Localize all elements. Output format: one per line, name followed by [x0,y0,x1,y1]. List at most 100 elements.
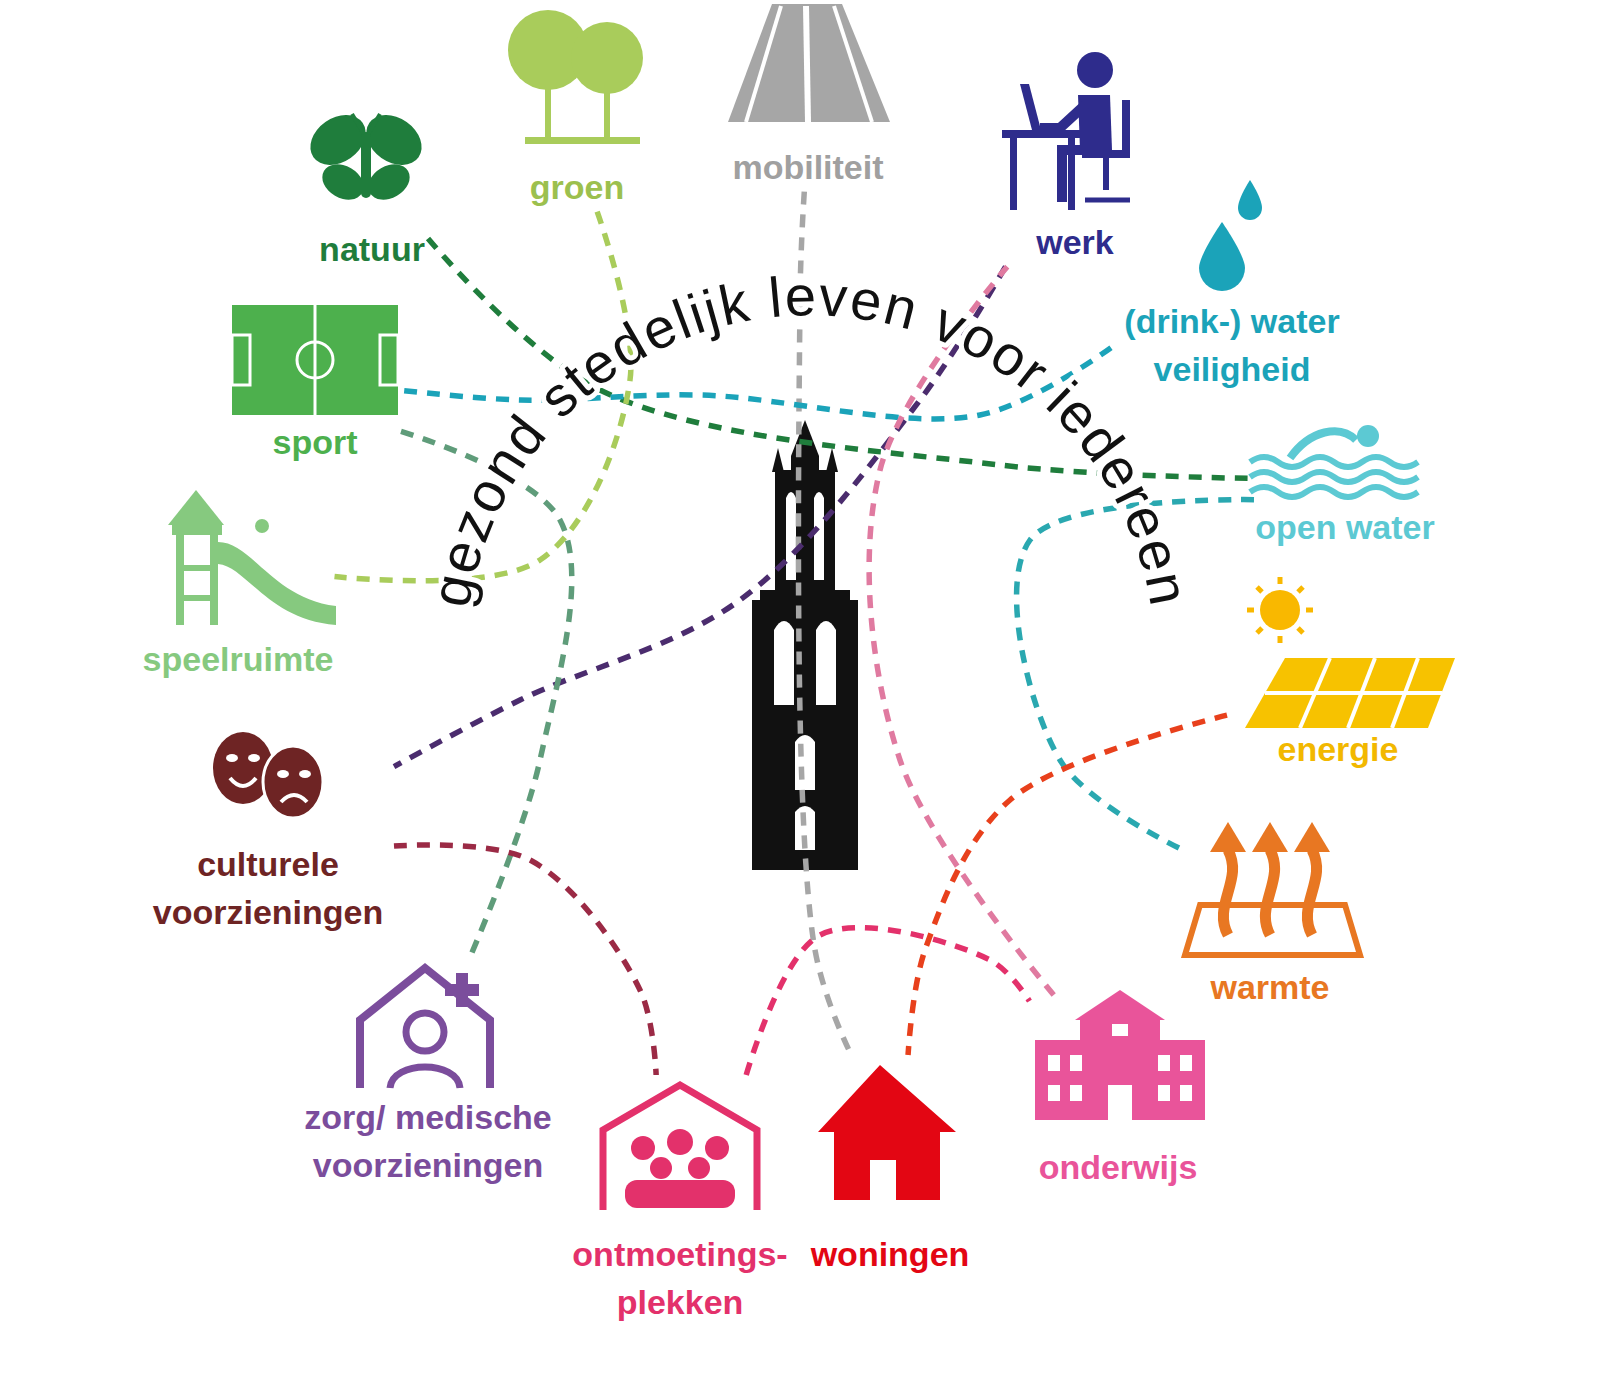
playground-icon-part [176,535,184,625]
curved-title-path: gezond stedelijk leven voor iedereen [418,264,1201,612]
dom-tower-part [757,600,853,870]
care-icon-part [445,984,479,996]
road-icon [728,4,890,122]
heat-icon-part-part [1294,822,1330,852]
icon-node: sport [229,300,401,467]
trees-icon-part [604,90,610,140]
playground-icon-part [210,535,218,625]
care-icon-part [360,968,490,1088]
playground-icon-part [168,490,224,525]
swimmer-icon [1250,425,1418,497]
school-icon-part-part [1048,1085,1060,1101]
school-icon-part-part [1070,1085,1082,1101]
heat-icon-part-part [1265,850,1274,935]
road-icon-part [728,4,890,122]
energy-icon-part-part [1306,608,1313,613]
node-label: natuur [316,226,428,274]
butterfly-icon-part [361,132,371,198]
care-icon [360,968,490,1088]
dom-tower-part [850,600,858,870]
heat-icon-part [1223,850,1316,935]
trees-icon-part [525,137,640,144]
worker-icon [1002,52,1130,210]
meeting-place-icon-part-part [667,1129,693,1155]
swimmer-icon-part [1250,472,1418,482]
school-icon [1035,990,1205,1120]
swimmer-icon-part [1250,457,1418,467]
school-icon-part-part [1108,1085,1132,1120]
energy-icon-part-part [1298,587,1303,592]
energy-icon-part-part [1278,577,1283,584]
theatre-masks-icon-part-part [248,754,260,762]
sport-field-icon-part-part [232,335,250,385]
dashed-connector [908,715,1227,1055]
sport-field-icon-part-part [380,335,398,385]
icon-node: mobiliteit [722,4,894,192]
theatre-masks-icon-part-part [277,770,289,778]
theatre-masks-icon-part [230,778,256,786]
school-icon-part-part [1070,1055,1082,1071]
heat-icon-part-part [1210,822,1246,852]
playground-icon-part [255,519,269,533]
sport-field-icon [232,305,398,415]
swimmer-icon-part [1357,425,1379,447]
icon-node: ontmoetings- plekken [564,1075,796,1326]
playground-icon-part [184,595,210,601]
dom-tower-part [791,420,819,472]
energy-icon-part [1247,577,1313,643]
heat-icon-part [1210,822,1330,852]
road-icon-part [806,6,808,122]
energy-icon-part-part [1348,658,1375,728]
theatre-masks-icon-part-part [226,754,238,762]
theatre-masks-icon-part [281,795,307,802]
butterfly-icon [301,105,431,207]
energy-icon [1245,577,1455,728]
sport-field-icon-part [232,305,398,415]
meeting-place-icon-part-part [650,1157,672,1179]
butterfly-icon-part [352,114,380,134]
icon-node: werk [994,50,1156,267]
energy-icon-part [1265,658,1442,728]
node-label: speelruimte [142,636,335,684]
energy-icon-part [1260,590,1300,630]
energy-icon-part-part [1278,636,1283,643]
curved-title: gezond stedelijk leven voor iedereen [418,264,1201,612]
node-label: energie [1227,726,1449,774]
meeting-place-icon-part-part [625,1180,735,1208]
icon-node: groen [511,5,643,212]
playground-icon-part [218,542,336,625]
worker-icon-part [1010,138,1017,210]
energy-icon-part-part [1392,658,1418,728]
worker-icon-part [1082,150,1130,158]
icon-node: open water [1254,415,1436,552]
heat-icon [1185,822,1360,955]
worker-icon-part [1020,84,1041,130]
meeting-place-icon-part-part [688,1157,710,1179]
node-label: mobiliteit [722,144,894,192]
icon-node: speelruimte [142,485,335,684]
dashed-connector [394,845,656,1075]
icon-node: onderwijs [1030,995,1207,1192]
energy-icon-part-part [1300,658,1330,728]
worker-icon-part [1103,158,1109,190]
theatre-masks-icon-part [263,746,323,818]
theatre-masks-icon-part-part [299,770,311,778]
house-icon [818,1065,956,1200]
water-drops-icon-part [1238,180,1262,220]
meeting-place-icon [603,1085,757,1210]
care-icon-part [406,1013,444,1051]
energy-icon-part-part [1247,608,1254,613]
node-label: open water [1254,504,1436,552]
icon-node: (drink-) water veiligheid [1111,178,1353,393]
node-label: (drink-) water veiligheid [1111,298,1353,393]
sport-field-icon-part-part [314,305,317,415]
icon-node: zorg/ medische voorzieningen [297,960,559,1189]
dom-tower-part-part [814,492,824,580]
meeting-place-icon-part [625,1129,735,1208]
school-icon-part [1080,1020,1160,1042]
school-icon-part-part [1180,1085,1192,1101]
node-label: ontmoetings- plekken [564,1231,796,1326]
meeting-place-icon-part [603,1085,757,1210]
dom-tower-part-part [786,492,796,580]
